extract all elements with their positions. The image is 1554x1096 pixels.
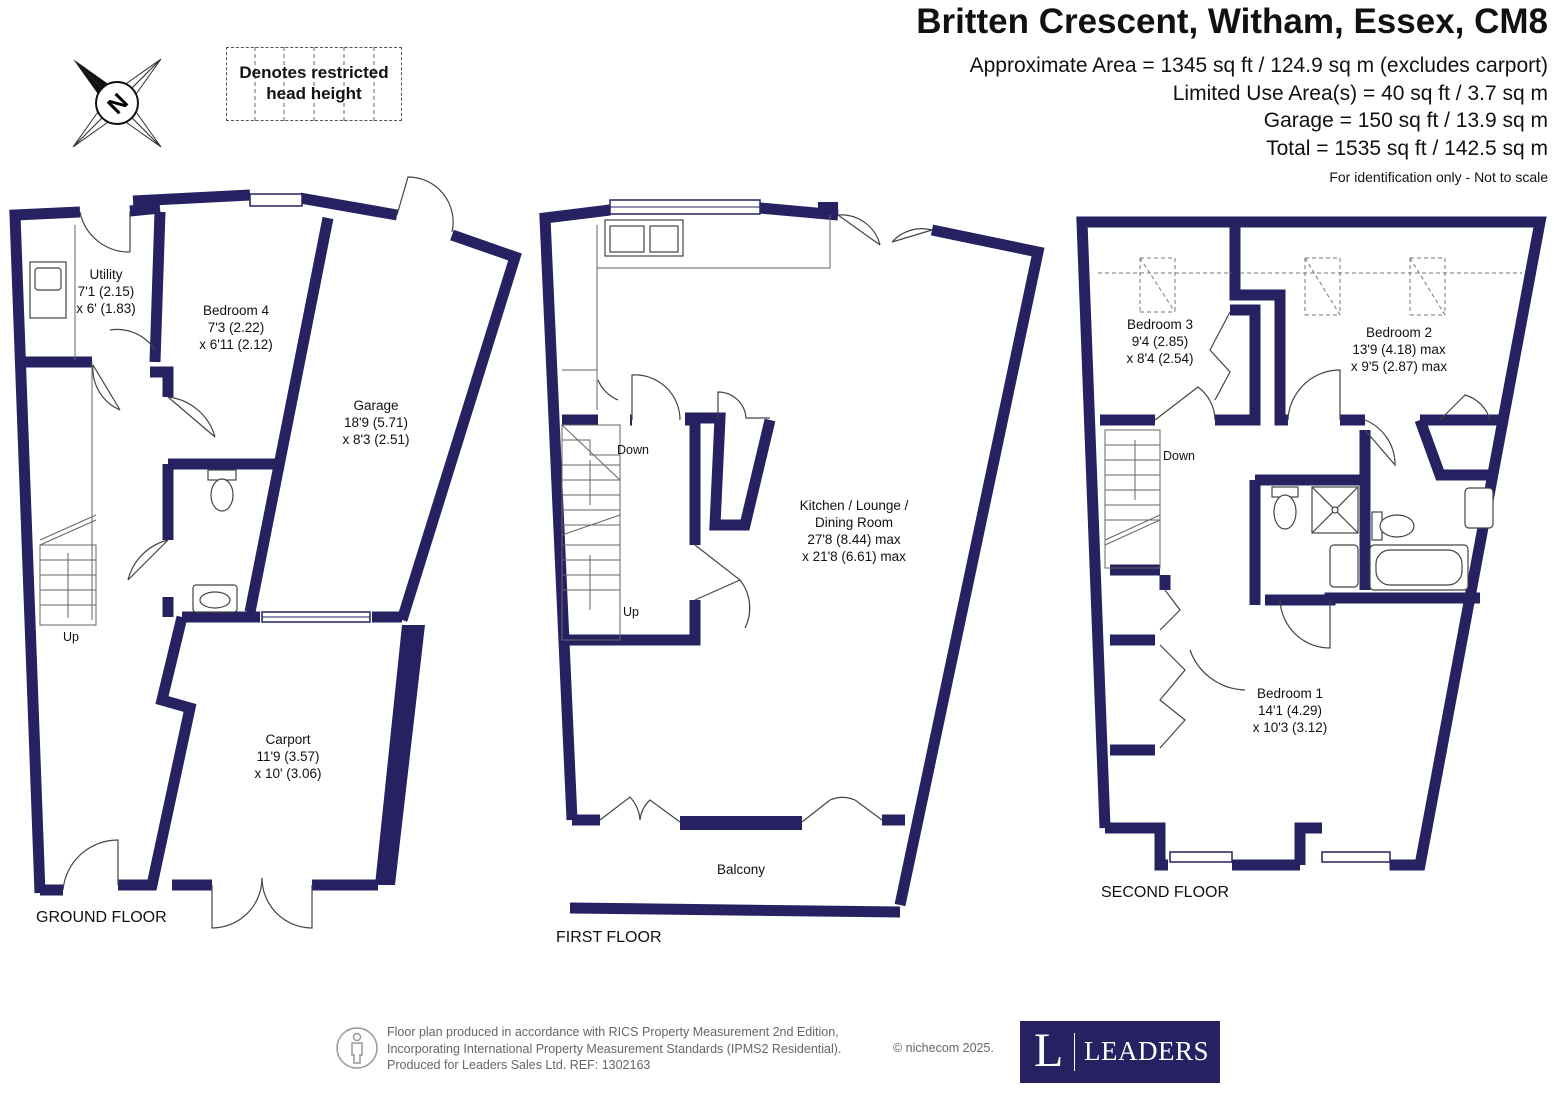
limited-use-area: Limited Use Area(s) = 40 sq ft / 3.7 sq … — [1172, 81, 1548, 105]
second-stair-down-label: Down — [1163, 449, 1195, 463]
garage-area: Garage = 150 sq ft / 13.9 sq m — [1263, 109, 1548, 132]
room-bedroom-3: Bedroom 3 9'4 (2.85) x 8'4 (2.54) — [1126, 317, 1194, 366]
property-title: Britten Crescent, Witham, Essex, CM8 — [916, 2, 1548, 41]
ground-floor-label: GROUND FLOOR — [36, 909, 167, 926]
room-kitchen-lounge-dining: Kitchen / Lounge / Dining Room 27'8 (8.4… — [799, 498, 909, 564]
restricted-height-legend-box — [226, 47, 402, 121]
first-stair-down-label: Down — [617, 443, 649, 457]
room-carport: Carport 11'9 (3.57) x 10' (3.06) — [254, 732, 322, 781]
room-garage: Garage 18'9 (5.71) x 8'3 (2.51) — [342, 398, 410, 447]
floor-plan-drawing — [9, 176, 1547, 929]
room-utility: Utility 7'1 (2.15) x 6' (1.83) — [76, 267, 136, 316]
first-floor-label: FIRST FLOOR — [556, 929, 662, 946]
restricted-height-legend: Denotes restricted head height — [239, 63, 389, 103]
ipms-badge-icon — [336, 1027, 378, 1069]
room-bedroom-1: Bedroom 1 14'1 (4.29) x 10'3 (3.12) — [1252, 686, 1328, 735]
logo-letter: L — [1034, 1024, 1064, 1077]
identification-note: For identification only - Not to scale — [1329, 169, 1548, 185]
second-floor-walls — [1076, 216, 1547, 871]
copyright-notice: © nichecom 2025. — [893, 1041, 994, 1055]
logo-divider — [1074, 1033, 1075, 1071]
footer-disclaimer: Floor plan produced in accordance with R… — [387, 1025, 842, 1072]
first-stair-up-label: Up — [623, 605, 639, 619]
leaders-logo: L LEADERS — [1020, 1021, 1220, 1083]
ground-floor-walls — [9, 189, 522, 896]
room-balcony: Balcony — [716, 862, 766, 877]
room-bedroom-2: Bedroom 2 13'9 (4.18) max x 9'5 (2.87) m… — [1350, 325, 1448, 374]
approximate-area: Approximate Area = 1345 sq ft / 124.9 sq… — [969, 54, 1548, 77]
logo-name: LEADERS — [1084, 1036, 1209, 1066]
area-summary: Approximate Area = 1345 sq ft / 124.9 sq… — [970, 52, 1548, 162]
total-area: Total = 1535 sq ft / 142.5 sq m — [1266, 136, 1548, 160]
second-floor-label: SECOND FLOOR — [1101, 884, 1230, 901]
room-bedroom-4: Bedroom 4 7'3 (2.22) x 6'11 (2.12) — [199, 303, 273, 352]
compass-icon: N — [72, 58, 162, 148]
ground-stair-up-label: Up — [63, 630, 79, 644]
